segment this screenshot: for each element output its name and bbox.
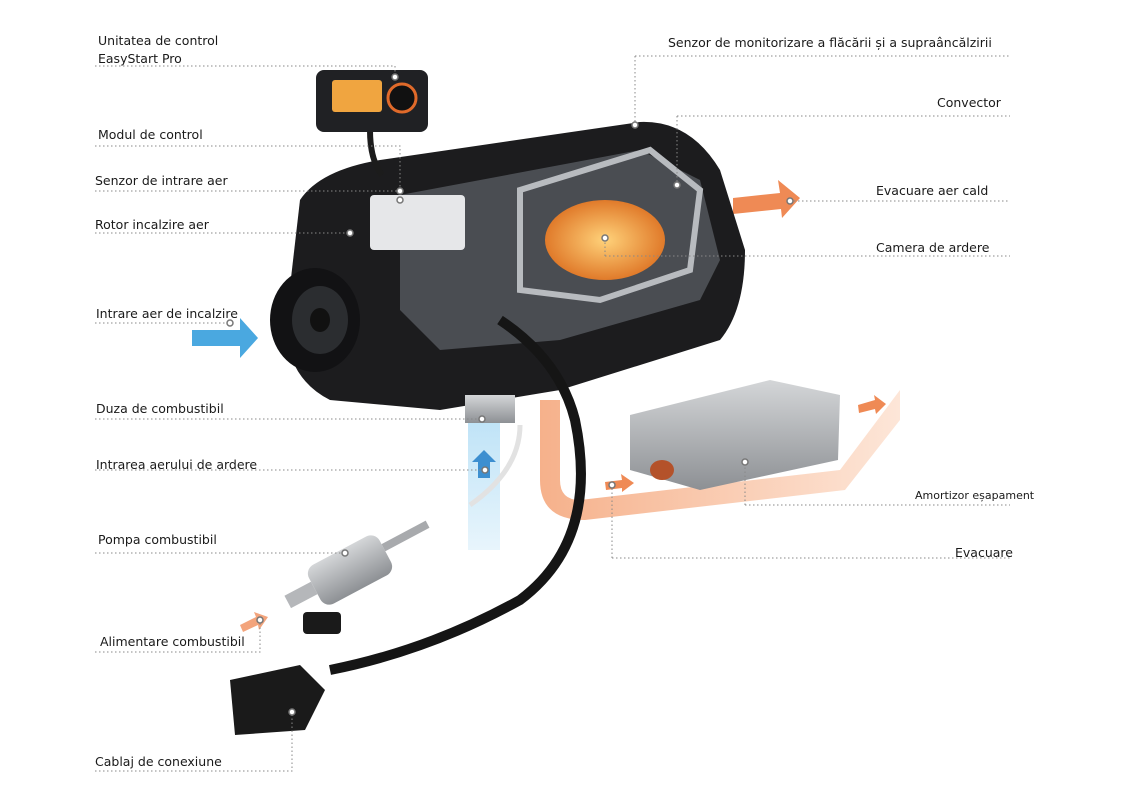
marker-dots (226, 73, 794, 716)
label-air-heating-rotor: Rotor incalzire aer (95, 217, 209, 232)
exhaust-out-arrow-icon (858, 395, 886, 414)
label-fuel-nozzle: Duza de combustibil (96, 401, 224, 416)
label-control-unit: Unitatea de control (98, 33, 219, 48)
label-combustion-chamber: Camera de ardere (876, 240, 990, 255)
fuel-nozzle-part (465, 395, 515, 423)
label-convector: Convector (937, 95, 1001, 110)
label-fuel-supply: Alimentare combustibil (100, 634, 245, 649)
label-control-unit-model: EasyStart Pro (98, 51, 182, 66)
hot-air-arrow-icon (733, 180, 800, 218)
control-module-box (370, 195, 465, 250)
label-air-intake-sensor: Senzor de intrare aer (95, 173, 228, 188)
leader-lines (95, 55, 1010, 772)
exhaust-stream (540, 390, 900, 520)
up-arrow-icon (472, 450, 496, 478)
label-control-module: Modul de control (98, 127, 203, 142)
cold-air-arrow-icon (192, 318, 258, 358)
fuel-arrow-icon (240, 612, 268, 632)
wiring-cable (329, 315, 586, 675)
label-wiring-harness: Cablaj de conexiune (95, 754, 222, 769)
label-heating-air-inlet: Intrare aer de incalzire (96, 306, 238, 321)
label-combustion-air-inlet: Intrarea aerului de ardere (96, 457, 258, 472)
label-fuel-pump: Pompa combustibil (98, 532, 217, 547)
connector-plug (230, 665, 325, 735)
label-exhaust: Evacuare (955, 545, 1013, 560)
label-exhaust-silencer: Amortizor eșapament (915, 489, 1035, 502)
fuel-pump-part (284, 520, 430, 609)
label-flame-sensor: Senzor de monitorizare a flăcării și a s… (668, 35, 992, 50)
label-hot-air-outlet: Evacuare aer cald (876, 183, 989, 198)
exhaust-silencer-part (630, 380, 840, 490)
